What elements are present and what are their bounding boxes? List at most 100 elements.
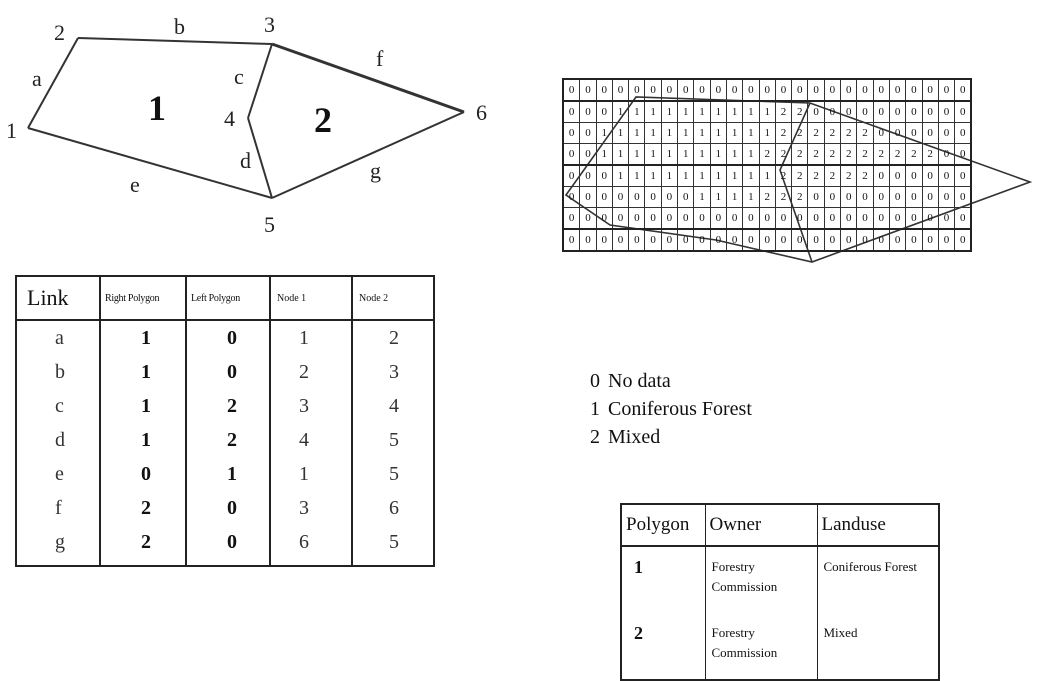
- legend-item: 2 Mixed: [590, 423, 752, 451]
- link-label-a: a: [32, 66, 42, 91]
- raster-cell: 0: [921, 207, 939, 230]
- node-2-cell: 2: [389, 327, 399, 349]
- raster-cell: 2: [823, 164, 842, 187]
- attribute-row: 2 Forestry Commission Mixed: [621, 613, 939, 680]
- raster-cell: 1: [725, 186, 744, 208]
- link-label-c: c: [234, 64, 244, 89]
- raster-cell: 0: [856, 207, 874, 230]
- raster-cell: 0: [954, 207, 972, 230]
- legend-code: 0: [590, 370, 600, 392]
- node-label-2: 2: [54, 20, 65, 45]
- node-label-3: 3: [264, 12, 275, 37]
- raster-cell: 0: [562, 228, 581, 252]
- raster-cell: 0: [628, 207, 646, 230]
- raster-cell: 0: [595, 207, 613, 230]
- raster-cell: 2: [774, 122, 793, 144]
- raster-cell: 0: [888, 122, 907, 144]
- node-1-cell: 2: [299, 361, 309, 383]
- raster-cell: 0: [921, 122, 939, 144]
- raster-cell: 0: [791, 228, 809, 252]
- raster-cell: 2: [840, 122, 858, 144]
- node-1-cell: 4: [299, 429, 309, 451]
- link-label-e: e: [130, 172, 140, 197]
- raster-cell: 0: [562, 100, 581, 123]
- raster-cell: 0: [758, 228, 776, 252]
- node-2-cell: 5: [389, 531, 399, 553]
- owner-cell: Forestry Commission: [705, 613, 818, 680]
- raster-cell: 0: [840, 100, 858, 123]
- raster-cell: 1: [644, 143, 662, 166]
- raster-cell: 0: [562, 186, 581, 208]
- link-g: [271, 111, 465, 199]
- node-1-cell: 6: [299, 531, 309, 553]
- legend-label: Mixed: [608, 426, 661, 448]
- raster-legend: 0 No data 1 Coniferous Forest 2 Mixed: [590, 367, 752, 451]
- raster-cell: 0: [611, 78, 630, 102]
- raster-cell: 0: [954, 186, 972, 208]
- right-polygon-cell: 0: [141, 463, 151, 485]
- landuse-cell: Coniferous Forest: [823, 559, 918, 574]
- raster-cell: 0: [872, 207, 890, 230]
- raster-cell: 1: [595, 143, 613, 166]
- raster-cell: 0: [905, 122, 923, 144]
- raster-cell: 0: [693, 78, 711, 102]
- raster-cell: 0: [562, 78, 581, 102]
- left-polygon-cell: 1: [227, 463, 237, 485]
- raster-cell: 0: [905, 207, 923, 230]
- raster-cell: 2: [823, 122, 842, 144]
- link-f: [271, 42, 465, 114]
- header-polygon: Polygon: [621, 504, 706, 547]
- node-1-cell: 1: [299, 327, 309, 349]
- attribute-table-header-row: Polygon Owner Landuse: [621, 504, 939, 547]
- raster-cell: 1: [742, 186, 760, 208]
- raster-cell: 0: [709, 228, 727, 252]
- raster-cell: 2: [921, 143, 939, 166]
- left-polygon-cell: 0: [227, 361, 237, 383]
- raster-cell: 0: [937, 78, 956, 102]
- header-landuse: Landuse: [817, 504, 939, 547]
- header-left-polygon: Left Polygon: [186, 276, 271, 321]
- raster-cell: 0: [742, 228, 760, 252]
- right-polygon-cell: 2: [141, 531, 151, 553]
- raster-cell: 0: [709, 78, 727, 102]
- raster-cell: 0: [791, 78, 809, 102]
- legend-code: 2: [590, 426, 600, 448]
- raster-cell: 0: [644, 186, 662, 208]
- raster-cell: 0: [823, 78, 842, 102]
- raster-cell: 2: [840, 143, 858, 166]
- link-cell: d: [55, 429, 65, 451]
- raster-cell: 2: [774, 100, 793, 123]
- raster-cell: 0: [742, 78, 760, 102]
- polygon-label-2: 2: [314, 100, 332, 140]
- raster-cell: 2: [791, 186, 809, 208]
- link-c: [247, 43, 273, 119]
- right-polygon-cell: 1: [141, 327, 151, 349]
- right-polygon-cell: 1: [141, 395, 151, 417]
- raster-cell: 1: [611, 143, 630, 166]
- raster-cell: 0: [758, 78, 776, 102]
- raster-cell: 0: [856, 78, 874, 102]
- raster-cell: 1: [644, 122, 662, 144]
- raster-cell: 1: [611, 164, 630, 187]
- right-polygon-cell: 2: [141, 497, 151, 519]
- attribute-row: 1 Forestry Commission Coniferous Forest: [621, 546, 939, 613]
- raster-cell: 1: [595, 122, 613, 144]
- left-polygon-cell: 0: [227, 531, 237, 553]
- raster-cell: 1: [709, 143, 727, 166]
- raster-cell: 0: [888, 78, 907, 102]
- raster-cell: 0: [840, 186, 858, 208]
- link-label-d: d: [240, 148, 251, 173]
- raster-cell: 0: [807, 207, 825, 230]
- raster-cell: 0: [579, 186, 597, 208]
- node-1-cell: 3: [299, 497, 309, 519]
- right-polygon-column: 1 1 1 1 0 2 2: [100, 320, 187, 566]
- raster-cell: 1: [693, 186, 711, 208]
- link-topology-table: Link Right Polygon Left Polygon Node 1 N…: [15, 275, 435, 567]
- raster-cell: 1: [628, 164, 646, 187]
- raster-cell: 0: [644, 228, 662, 252]
